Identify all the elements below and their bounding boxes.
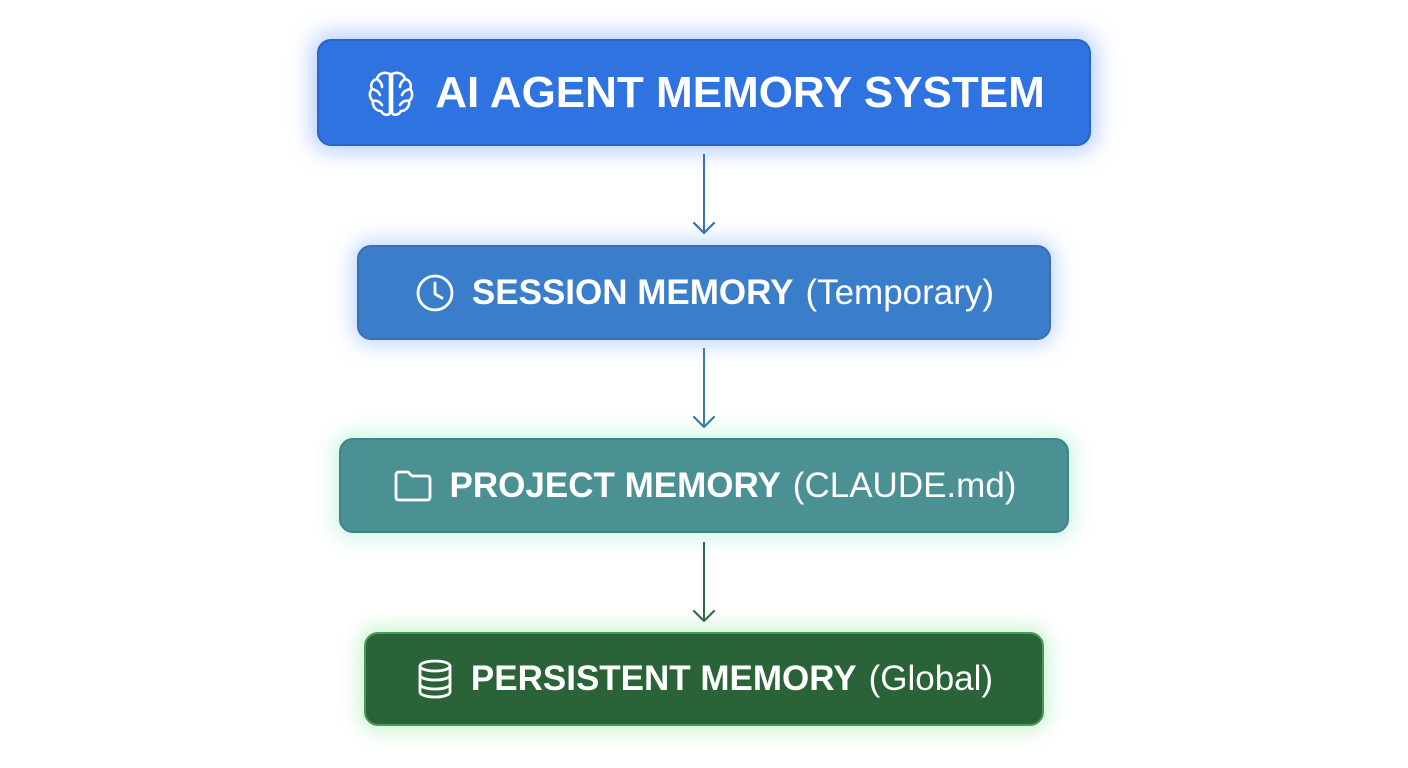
- edge-session-to-project: [692, 348, 716, 429]
- database-icon: [415, 658, 455, 700]
- node-persistent-memory: PERSISTENT MEMORY (Global): [364, 632, 1044, 726]
- node-session-title: SESSION MEMORY: [471, 272, 794, 312]
- brain-icon: [363, 65, 419, 121]
- node-project-title: PROJECT MEMORY: [449, 465, 781, 505]
- node-agent-title: AI AGENT MEMORY SYSTEM: [435, 67, 1045, 117]
- node-persistent-title: PERSISTENT MEMORY: [470, 659, 857, 698]
- node-session-subtitle: (Temporary): [805, 272, 995, 312]
- node-project-memory: PROJECT MEMORY (CLAUDE.md): [339, 438, 1069, 533]
- node-project-subtitle: (CLAUDE.md): [792, 465, 1017, 505]
- edge-project-to-persistent: [692, 542, 716, 623]
- node-persistent-subtitle: (Global): [868, 659, 994, 698]
- edge-agent-to-session: [692, 154, 716, 235]
- node-agent-memory-system: AI AGENT MEMORY SYSTEM: [317, 39, 1091, 146]
- clock-icon: [414, 272, 456, 314]
- node-session-memory: SESSION MEMORY (Temporary): [357, 245, 1051, 340]
- folder-icon: [392, 465, 434, 507]
